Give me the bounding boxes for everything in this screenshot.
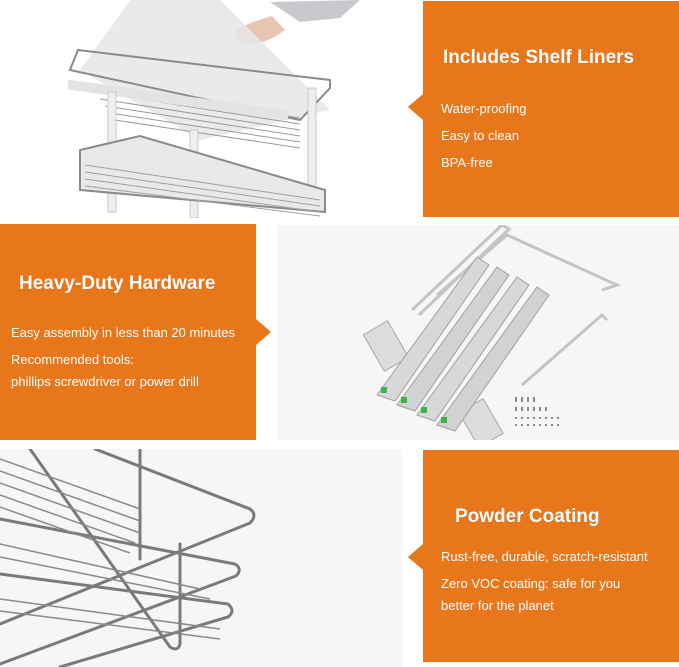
feature-bullet: Recommended tools: [11, 352, 134, 367]
wire-basket-closeup-illustration [0, 449, 256, 667]
shelf-liner-photo [0, 0, 405, 218]
basket-with-liner-illustration [68, 0, 360, 218]
feature-bullets: Water-proofing Easy to clean BPA-free [441, 98, 527, 179]
feature-panel-powder-coating: Powder Coating Rust-free, durable, scrat… [408, 450, 679, 662]
feature-bullet: phillips screwdriver or power drill [11, 374, 199, 389]
feature-bullet: Zero VOC coating: safe for you [441, 576, 621, 591]
feature-title: Heavy-Duty Hardware [19, 273, 216, 294]
feature-title: Powder Coating [455, 506, 600, 527]
feature-panel-heavy-duty-hardware: Heavy-Duty Hardware Easy assembly in les… [0, 224, 271, 440]
powder-coating-photo [0, 449, 402, 667]
hardware-photo [277, 225, 679, 440]
feature-panel-shelf-liners: Includes Shelf Liners Water-proofing Eas… [408, 1, 679, 217]
feature-bullet: better for the planet [441, 598, 554, 613]
feature-bullet: BPA-free [441, 155, 493, 170]
feature-bullets: Easy assembly in less than 20 minutes Re… [11, 322, 235, 398]
feature-bullet: Rust-free, durable, scratch-resistant [441, 549, 648, 564]
feature-title: Includes Shelf Liners [443, 47, 635, 68]
feature-bullets: Rust-free, durable, scratch-resistant Ze… [441, 546, 648, 622]
feature-bullet: Easy to clean [441, 128, 520, 143]
drawer-slides-illustration [362, 225, 622, 440]
feature-bullet: Water-proofing [441, 101, 527, 116]
feature-bullet: Easy assembly in less than 20 minutes [11, 325, 235, 340]
